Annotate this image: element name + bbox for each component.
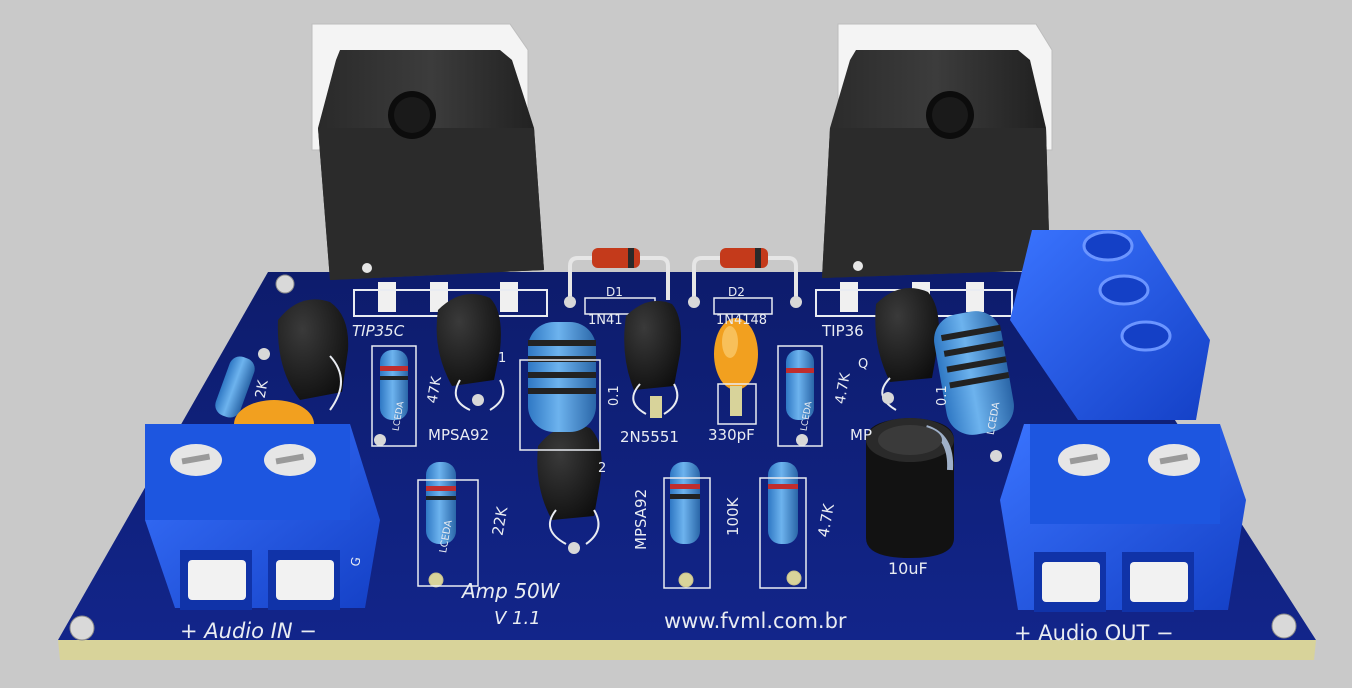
- resistor-4-7k-right: [777, 345, 823, 447]
- transistor-q-right: [875, 288, 939, 411]
- label-100k: 100K: [724, 496, 742, 536]
- board-website: www.fvml.com.br: [664, 609, 847, 633]
- label-q-right: Q: [858, 357, 868, 372]
- resistor-0-1-right: [934, 311, 1014, 462]
- label-0-1-right: 0.1: [935, 385, 950, 406]
- resistor-100k: [663, 462, 711, 589]
- power-transistor-left: [311, 23, 548, 317]
- label-d2-part: 1N4148: [716, 313, 767, 328]
- label-47k: 47K: [425, 374, 446, 404]
- label-d1-part: 1N41: [588, 313, 623, 328]
- power-transistor-right: [815, 23, 1053, 317]
- label-4-7k-right: 4.7K: [833, 371, 854, 406]
- label-0-1-left: 0.1: [607, 385, 622, 406]
- resistor-47k: [371, 345, 417, 447]
- board-title: Amp 50W: [460, 579, 561, 603]
- label-q-center-ref: 2: [598, 461, 606, 476]
- audio-out-label: + Audio OUT −: [1014, 621, 1174, 645]
- label-mpsa92-center: MPSA92: [632, 489, 650, 550]
- terminal-block-power[interactable]: [1010, 230, 1210, 420]
- resistor-22k: [417, 462, 479, 588]
- terminal-block-input[interactable]: [145, 424, 380, 610]
- capacitor-330pf: [714, 318, 758, 425]
- board-version: V 1.1: [494, 608, 541, 629]
- transistor-mpsa92-left: [436, 294, 505, 411]
- label-d1-ref: D1: [606, 285, 623, 299]
- mount-hole-tl: [275, 274, 295, 294]
- label-2n5551: 2N5551: [620, 428, 679, 446]
- label-d2-ref: D2: [728, 285, 745, 299]
- audio-in-label: + Audio IN −: [180, 619, 317, 643]
- label-2k: 2K: [253, 378, 272, 399]
- terminal-block-output[interactable]: [1000, 424, 1246, 612]
- mount-hole-br: [1271, 613, 1297, 639]
- transistor-q-left-top: [277, 299, 349, 411]
- transistor-2n5551: [624, 300, 681, 418]
- label-22k: 22K: [489, 504, 512, 537]
- resistor-2k: [215, 348, 270, 418]
- silkscreen-labels: TIP35C D1 1N41 D2 1N4148 TIP36 2K 47K 1 …: [180, 285, 1174, 645]
- label-input-g: G: [348, 556, 363, 568]
- label-mpsa92-right: MP: [850, 426, 872, 444]
- label-10uf: 10uF: [888, 559, 928, 578]
- resistor-4-7k-bottom: [759, 462, 807, 589]
- label-4-7k-bottom: 4.7K: [814, 501, 838, 538]
- mount-hole-bl: [69, 615, 95, 641]
- diode-d2: [688, 248, 802, 315]
- transistor-mpsa92-center: [537, 425, 602, 554]
- label-tip35c: TIP35C: [352, 322, 405, 340]
- label-mpsa92-left: MPSA92: [428, 426, 489, 444]
- resistor-0-1-left: [519, 322, 601, 451]
- label-mpsa92-left-ref: 1: [498, 351, 506, 366]
- capacitor-10uf: [866, 418, 954, 558]
- label-tip36: TIP36: [821, 322, 864, 340]
- label-330pf: 330pF: [708, 426, 755, 444]
